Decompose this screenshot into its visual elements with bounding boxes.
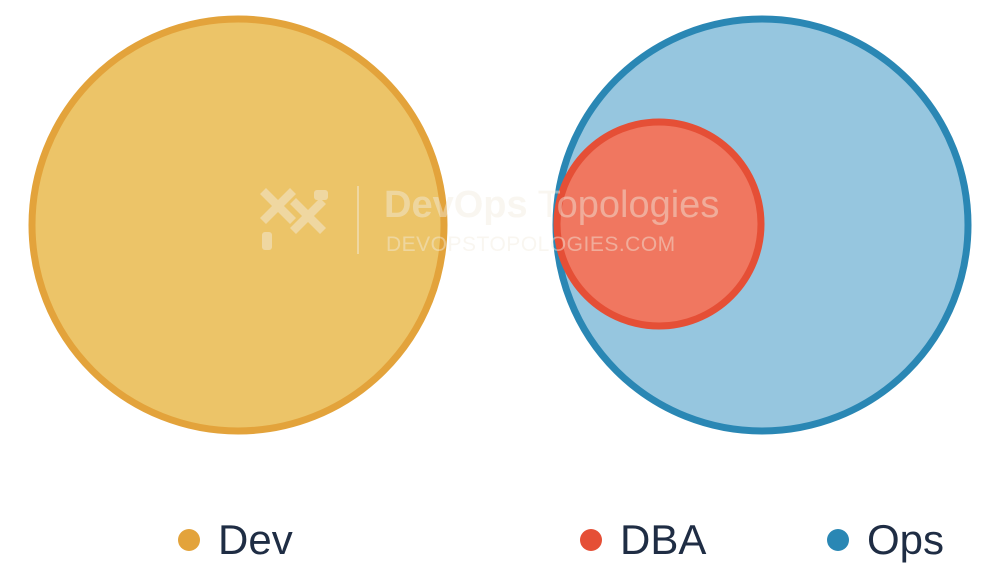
dba-circle <box>553 118 765 330</box>
legend-label-ops: Ops <box>867 516 945 563</box>
watermark-url: DEVOPSTOPOLOGIES.COM <box>386 233 676 256</box>
legend-label-dba: DBA <box>620 516 707 563</box>
ops-dot-icon <box>827 529 849 551</box>
dev-dot-icon <box>178 529 200 551</box>
gear-logo-icon <box>260 188 328 250</box>
watermark-title-part2: Topologies <box>538 184 720 226</box>
legend-item-ops: Ops <box>827 512 944 568</box>
watermark-divider <box>357 186 359 254</box>
watermark-title-part1: DevOps <box>384 184 528 226</box>
dev-circle <box>28 15 448 435</box>
legend-item-dba: DBA <box>580 512 706 568</box>
legend-label-dev: Dev <box>218 516 293 563</box>
dba-dot-icon <box>580 529 602 551</box>
legend-item-dev: Dev <box>178 512 293 568</box>
